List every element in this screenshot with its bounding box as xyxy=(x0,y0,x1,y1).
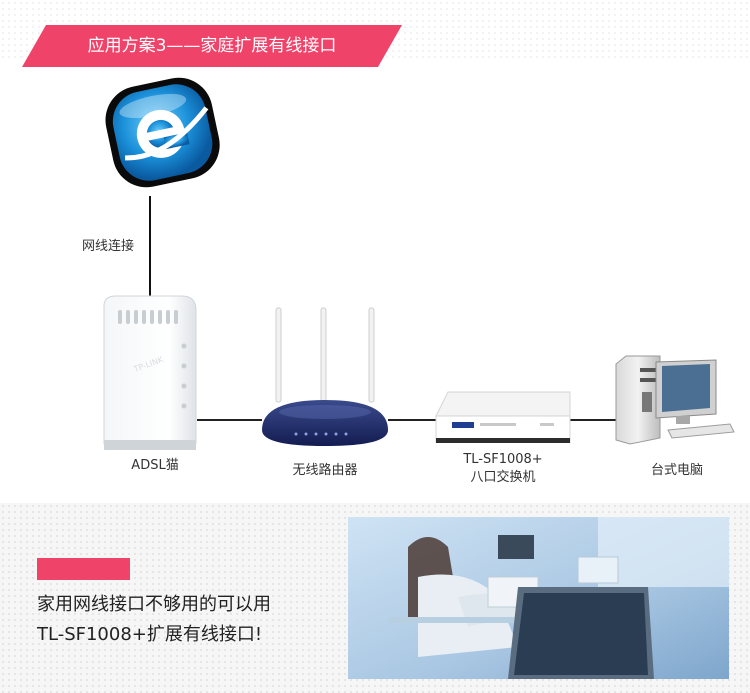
desktop-computer-icon xyxy=(615,355,735,445)
network-switch-icon xyxy=(435,391,571,443)
device-label-switch-type: 八口交换机 xyxy=(470,470,536,485)
promo-line-1: 家用网线接口不够用的可以用 xyxy=(37,594,271,615)
office-photo xyxy=(348,517,729,679)
internet-explorer-icon xyxy=(105,77,220,188)
promo-line-2: TL-SF1008+扩展有线接口! xyxy=(37,624,263,645)
device-label-switch-model: TL-SF1008+ xyxy=(463,452,543,467)
wireless-router-icon xyxy=(262,307,388,446)
accent-bar xyxy=(37,558,130,580)
connection-label: 网线连接 xyxy=(82,239,135,254)
device-label-switch: TL-SF1008+ 八口交换机 xyxy=(463,451,542,487)
adsl-modem-icon: TP-LINK xyxy=(103,295,197,450)
device-label-router: 无线路由器 xyxy=(292,463,358,478)
device-label-modem: ADSL猫 xyxy=(131,458,179,473)
title-banner: 应用方案3——家庭扩展有线接口 xyxy=(22,25,402,67)
device-label-desktop: 台式电脑 xyxy=(650,463,704,478)
network-diagram: TP-LINK xyxy=(103,77,735,450)
page-title: 应用方案3——家庭扩展有线接口 xyxy=(87,36,337,56)
